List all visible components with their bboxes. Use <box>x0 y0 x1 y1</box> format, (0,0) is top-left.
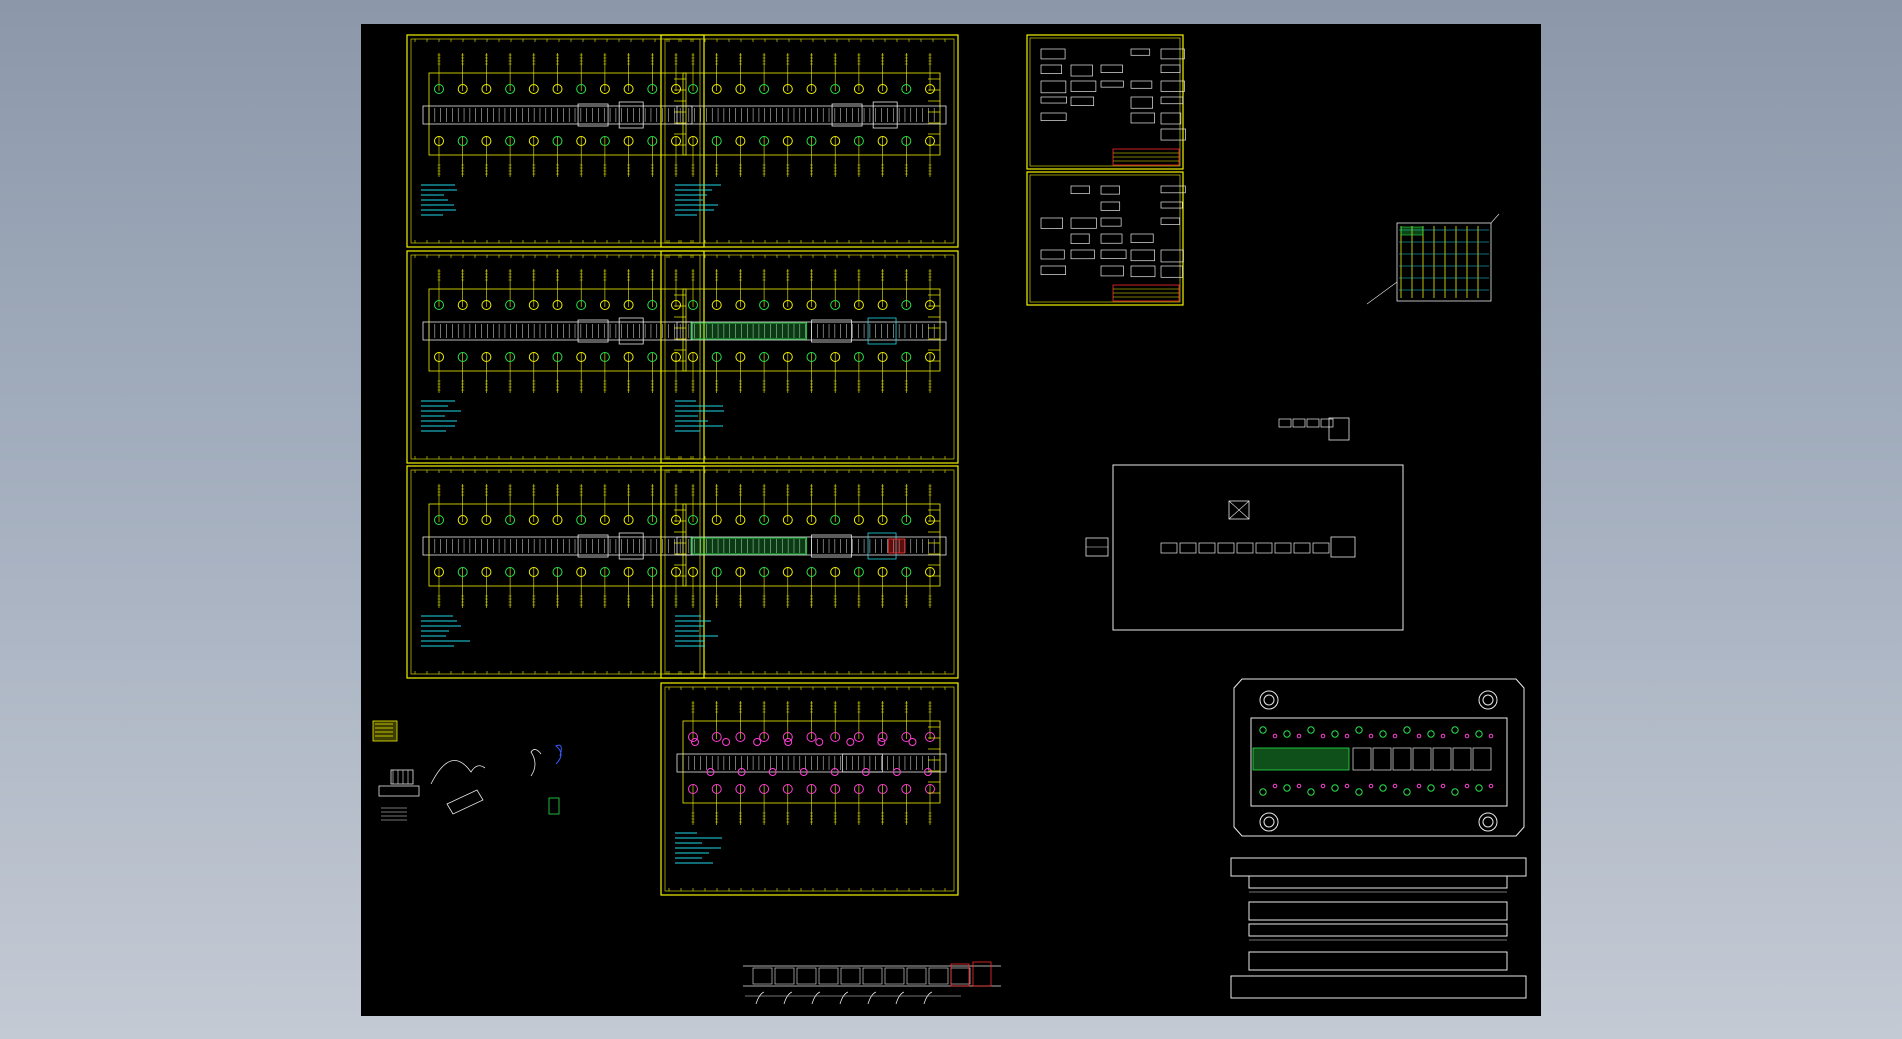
drawing-sheet-1 <box>406 34 705 248</box>
drawing-sheet-5 <box>406 465 705 679</box>
misc-parts-sketches <box>372 720 562 821</box>
strip-layout-bottom <box>743 961 1001 1005</box>
die-plan-view <box>1233 678 1525 837</box>
drawing-sheet-2 <box>660 34 959 248</box>
parts-sheet-lower <box>1026 171 1186 306</box>
drawing-sheet-7 <box>660 682 959 896</box>
die-stack-side-view <box>1230 857 1527 999</box>
strip-layout-frame <box>1085 417 1404 631</box>
drawing-sheet-6 <box>660 465 959 679</box>
drawing-sheet-3 <box>406 250 705 464</box>
assembly-thumbnail <box>1366 213 1500 305</box>
drawing-sheet-4 <box>660 250 959 464</box>
parts-sheet-upper <box>1026 34 1186 170</box>
cad-drawing-viewport[interactable] <box>361 24 1541 1016</box>
cad-drawing-canvas[interactable] <box>361 24 1541 1016</box>
